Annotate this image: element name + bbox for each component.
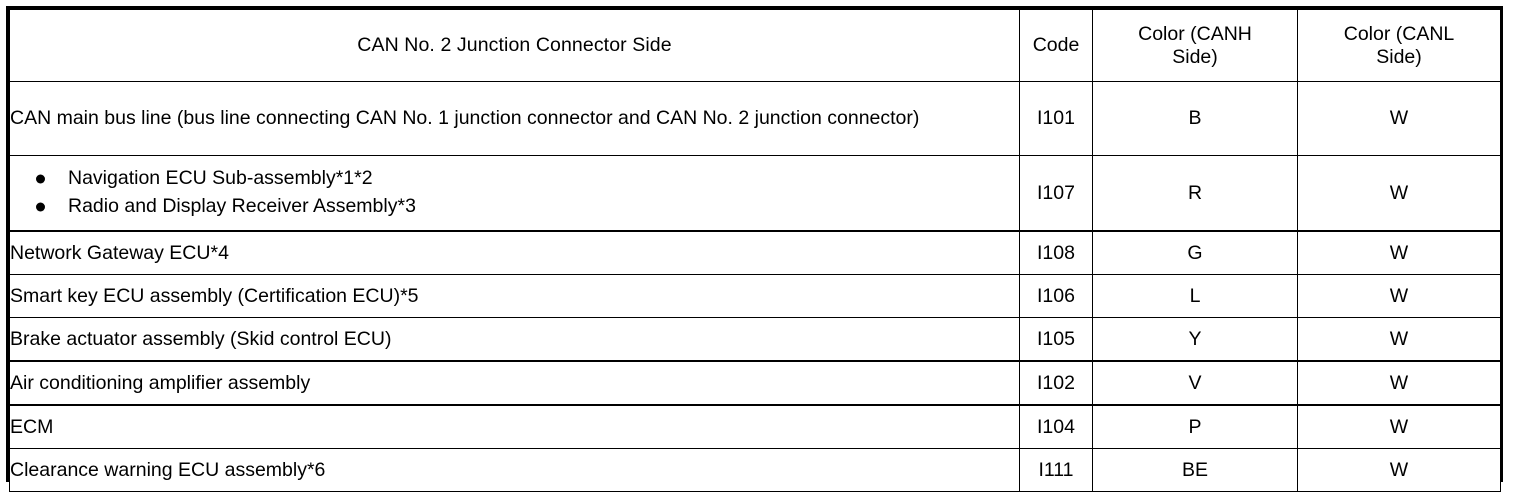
cell-description: ECM [9, 404, 1020, 449]
bullet-point-icon [36, 202, 45, 212]
cell-color-canh: Y [1092, 317, 1298, 362]
cell-code: I104 [1019, 404, 1093, 449]
cell-description: Clearance warning ECU assembly*6 [9, 448, 1020, 492]
cell-color-canh: P [1092, 404, 1298, 449]
cell-color-canl: W [1297, 230, 1501, 275]
table-row: Brake actuator assembly (Skid control EC… [9, 317, 1501, 362]
table-row: ECM I104 P W [9, 404, 1501, 449]
cell-color-canh: B [1092, 81, 1298, 156]
can-connector-table: CAN No. 2 Junction Connector Side Code C… [9, 9, 1501, 492]
list-item-label: Radio and Display Receiver Assembly*3 [68, 195, 416, 217]
cell-description: Network Gateway ECU*4 [9, 230, 1020, 275]
cell-description: Smart key ECU assembly (Certification EC… [9, 274, 1020, 318]
table-row: Smart key ECU assembly (Certification EC… [9, 274, 1501, 318]
cell-color-canh: R [1092, 155, 1298, 232]
cell-description: CAN main bus line (bus line connecting C… [9, 81, 1020, 156]
column-header-color-canl-line2: Side) [1376, 45, 1422, 68]
header-row: CAN No. 2 Junction Connector Side Code C… [9, 9, 1501, 82]
table-row: Network Gateway ECU*4 I108 G W [9, 230, 1501, 275]
cell-color-canl: W [1297, 81, 1501, 156]
column-header-color-canl-line1: Color (CANL [1343, 22, 1455, 45]
column-header-color-canh-line1: Color (CANH [1138, 22, 1252, 45]
column-header-color-canh: Color (CANH Side) [1092, 9, 1298, 82]
cell-description: Brake actuator assembly (Skid control EC… [9, 317, 1020, 362]
list-item-label: Navigation ECU Sub-assembly*1*2 [68, 167, 373, 190]
column-header-code: Code [1019, 9, 1093, 82]
cell-description: Air conditioning amplifier assembly [9, 360, 1020, 406]
can-connector-table-container: CAN No. 2 Junction Connector Side Code C… [6, 6, 1503, 492]
table-row: Navigation ECU Sub-assembly*1*2 Radio an… [9, 155, 1501, 232]
list-item: Navigation ECU Sub-assembly*1*2 [36, 165, 1019, 193]
cell-color-canl: W [1297, 360, 1501, 406]
cell-code: I106 [1019, 274, 1093, 318]
cell-color-canl: W [1297, 274, 1501, 318]
column-header-color-canl: Color (CANL Side) [1297, 9, 1501, 82]
cell-code: I107 [1019, 155, 1093, 232]
cell-color-canh: G [1092, 230, 1298, 275]
column-header-description: CAN No. 2 Junction Connector Side [9, 9, 1020, 82]
cell-color-canl: W [1297, 404, 1501, 449]
cell-code: I102 [1019, 360, 1093, 406]
cell-code: I108 [1019, 230, 1093, 275]
cell-code: I105 [1019, 317, 1093, 362]
cell-code: I101 [1019, 81, 1093, 156]
table-row: CAN main bus line (bus line connecting C… [9, 81, 1501, 156]
bullet-list: Navigation ECU Sub-assembly*1*2 Radio an… [10, 165, 1019, 220]
cell-color-canl: W [1297, 317, 1501, 362]
cell-description: Navigation ECU Sub-assembly*1*2 Radio an… [9, 155, 1020, 232]
table-row: Clearance warning ECU assembly*6 I111 BE… [9, 448, 1501, 492]
table-header: CAN No. 2 Junction Connector Side Code C… [9, 9, 1501, 82]
cell-color-canh: L [1092, 274, 1298, 318]
cell-code: I111 [1019, 448, 1093, 492]
cell-color-canl: W [1297, 448, 1501, 492]
cell-color-canh: V [1092, 360, 1298, 406]
bullet-point-icon [36, 174, 45, 184]
cell-color-canh: BE [1092, 448, 1298, 492]
table-row: Air conditioning amplifier assembly I102… [9, 360, 1501, 406]
cell-color-canl: W [1297, 155, 1501, 232]
table-body: CAN main bus line (bus line connecting C… [9, 81, 1501, 492]
list-item: Radio and Display Receiver Assembly*3 [36, 193, 1019, 221]
column-header-color-canh-line2: Side) [1172, 45, 1218, 68]
